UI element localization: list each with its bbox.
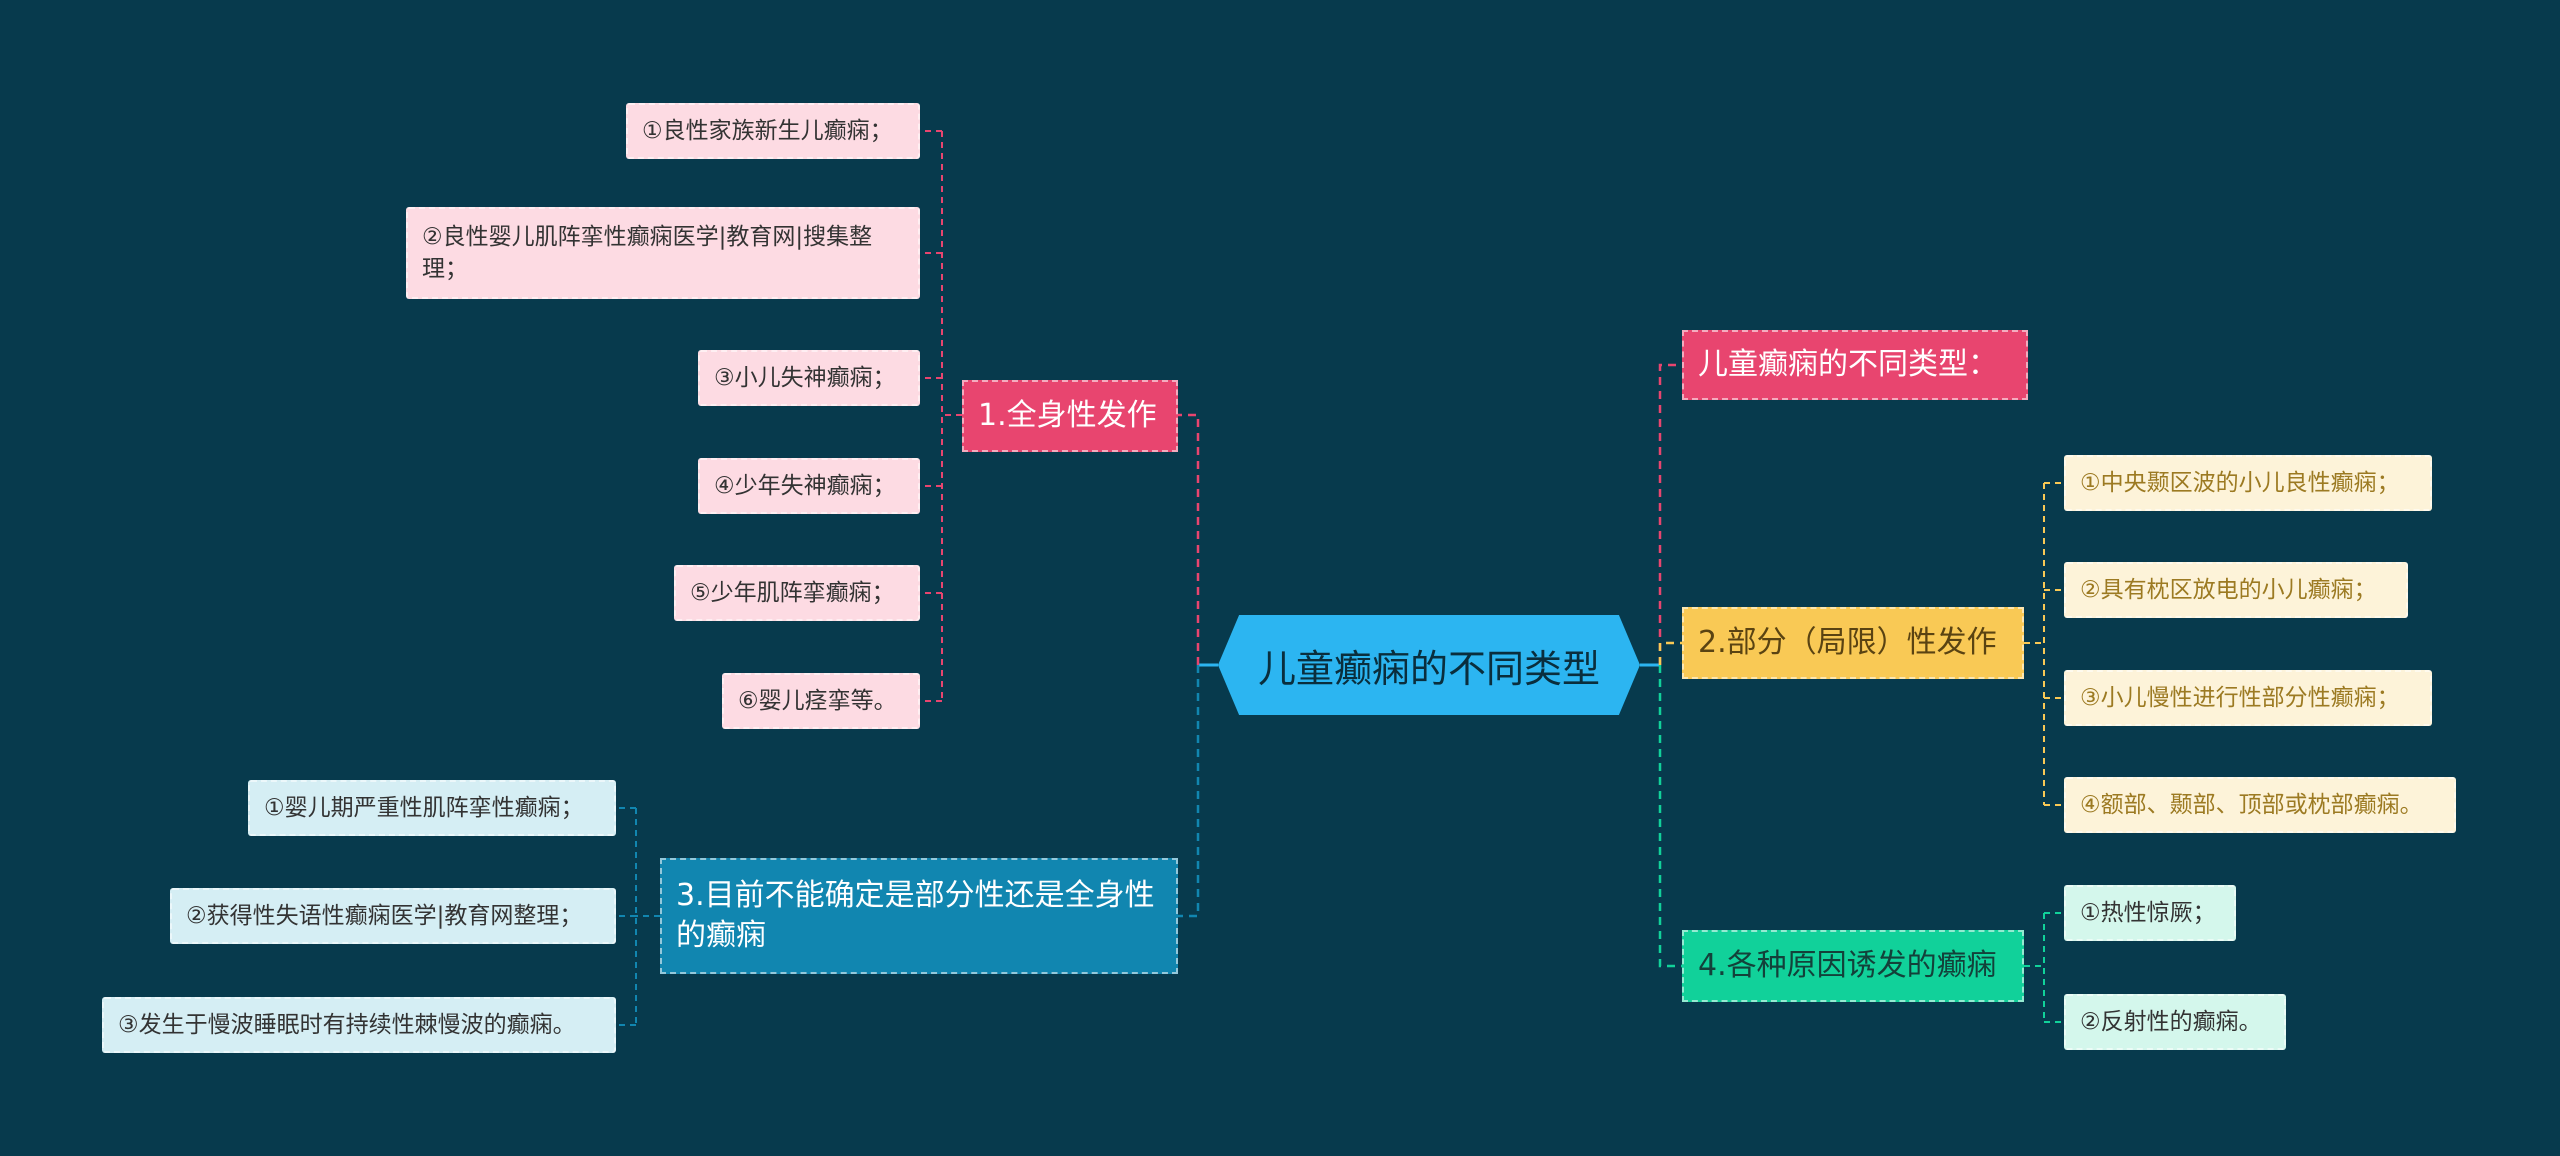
leaf-text: ①良性家族新生儿癫痫； bbox=[642, 118, 893, 144]
branch-partial-label: 2.部分（局限）性发作 bbox=[1698, 625, 1997, 660]
leaf-text: ③小儿失神癫痫； bbox=[714, 365, 896, 391]
connector-b4-leaves bbox=[2024, 912, 2064, 1023]
connector-b3-leaves bbox=[616, 807, 660, 1026]
branch-generalized-label: 1.全身性发作 bbox=[978, 398, 1157, 433]
leaf-text: ①中央颞区波的小儿良性癫痫； bbox=[2080, 470, 2400, 496]
branch-title-label: 儿童癫痫的不同类型： bbox=[1698, 347, 1998, 382]
leaf-undetermined-1[interactable]: ①婴儿期严重性肌阵挛性癫痫； bbox=[248, 780, 616, 836]
leaf-generalized-3[interactable]: ③小儿失神癫痫； bbox=[698, 350, 920, 406]
leaf-text: ①热性惊厥； bbox=[2080, 900, 2216, 926]
connector-b3 bbox=[1178, 665, 1200, 918]
leaf-text: ④额部、颞部、顶部或枕部癫痫。 bbox=[2080, 792, 2423, 818]
connector-b2 bbox=[1658, 641, 1682, 665]
branch-induced-seizure[interactable]: 4.各种原因诱发的癫痫 bbox=[1682, 930, 2024, 1002]
leaf-text: ②具有枕区放电的小儿癫痫； bbox=[2080, 577, 2377, 603]
leaf-text: ⑥婴儿痉挛等。 bbox=[738, 688, 897, 714]
branch-undetermined-seizure[interactable]: 3.目前不能确定是部分性还是全身性的癫痫 bbox=[660, 858, 1178, 974]
branch-generalized-seizure[interactable]: 1.全身性发作 bbox=[962, 380, 1178, 452]
leaf-generalized-6[interactable]: ⑥婴儿痉挛等。 bbox=[722, 673, 920, 729]
leaf-generalized-2[interactable]: ②良性婴儿肌阵挛性癫痫医学|教育网|搜集整理； bbox=[406, 207, 920, 299]
connector-b1 bbox=[1178, 413, 1200, 665]
leaf-generalized-5[interactable]: ⑤少年肌阵挛癫痫； bbox=[674, 565, 920, 621]
connector-b0 bbox=[1658, 363, 1682, 665]
branch-induced-label: 4.各种原因诱发的癫痫 bbox=[1698, 948, 1997, 983]
leaf-induced-1[interactable]: ①热性惊厥； bbox=[2064, 885, 2236, 941]
leaf-partial-3[interactable]: ③小儿慢性进行性部分性癫痫； bbox=[2064, 670, 2432, 726]
leaf-undetermined-3[interactable]: ③发生于慢波睡眠时有持续性棘慢波的癫痫。 bbox=[102, 997, 616, 1053]
leaf-partial-4[interactable]: ④额部、颞部、顶部或枕部癫痫。 bbox=[2064, 777, 2456, 833]
leaf-text: ④少年失神癫痫； bbox=[714, 473, 896, 499]
leaf-text: ②获得性失语性癫痫医学|教育网整理； bbox=[186, 903, 583, 929]
leaf-undetermined-2[interactable]: ②获得性失语性癫痫医学|教育网整理； bbox=[170, 888, 616, 944]
leaf-partial-2[interactable]: ②具有枕区放电的小儿癫痫； bbox=[2064, 562, 2408, 618]
connector-b1-leaves bbox=[920, 130, 962, 702]
root-label: 儿童癫痫的不同类型 bbox=[1257, 646, 1600, 691]
leaf-text: ①婴儿期严重性肌阵挛性癫痫； bbox=[264, 795, 584, 821]
leaf-text: ③发生于慢波睡眠时有持续性棘慢波的癫痫。 bbox=[118, 1012, 576, 1038]
leaf-partial-1[interactable]: ①中央颞区波的小儿良性癫痫； bbox=[2064, 455, 2432, 511]
connector-b4 bbox=[1658, 665, 1682, 968]
branch-partial-seizure[interactable]: 2.部分（局限）性发作 bbox=[1682, 607, 2024, 679]
branch-undetermined-label: 3.目前不能确定是部分性还是全身性的癫痫 bbox=[676, 878, 1155, 953]
leaf-text: ②反射性的癫痫。 bbox=[2080, 1009, 2262, 1035]
leaf-generalized-1[interactable]: ①良性家族新生儿癫痫； bbox=[626, 103, 920, 159]
leaf-text: ⑤少年肌阵挛癫痫； bbox=[690, 580, 895, 606]
root-topic[interactable]: 儿童癫痫的不同类型 bbox=[1218, 615, 1640, 715]
leaf-text: ②良性婴儿肌阵挛性癫痫医学|教育网|搜集整理； bbox=[422, 224, 873, 282]
leaf-induced-2[interactable]: ②反射性的癫痫。 bbox=[2064, 994, 2286, 1050]
connector-b2-leaves bbox=[2024, 482, 2064, 806]
leaf-generalized-4[interactable]: ④少年失神癫痫； bbox=[698, 458, 920, 514]
branch-title-topic[interactable]: 儿童癫痫的不同类型： bbox=[1682, 330, 2028, 400]
leaf-text: ③小儿慢性进行性部分性癫痫； bbox=[2080, 685, 2400, 711]
